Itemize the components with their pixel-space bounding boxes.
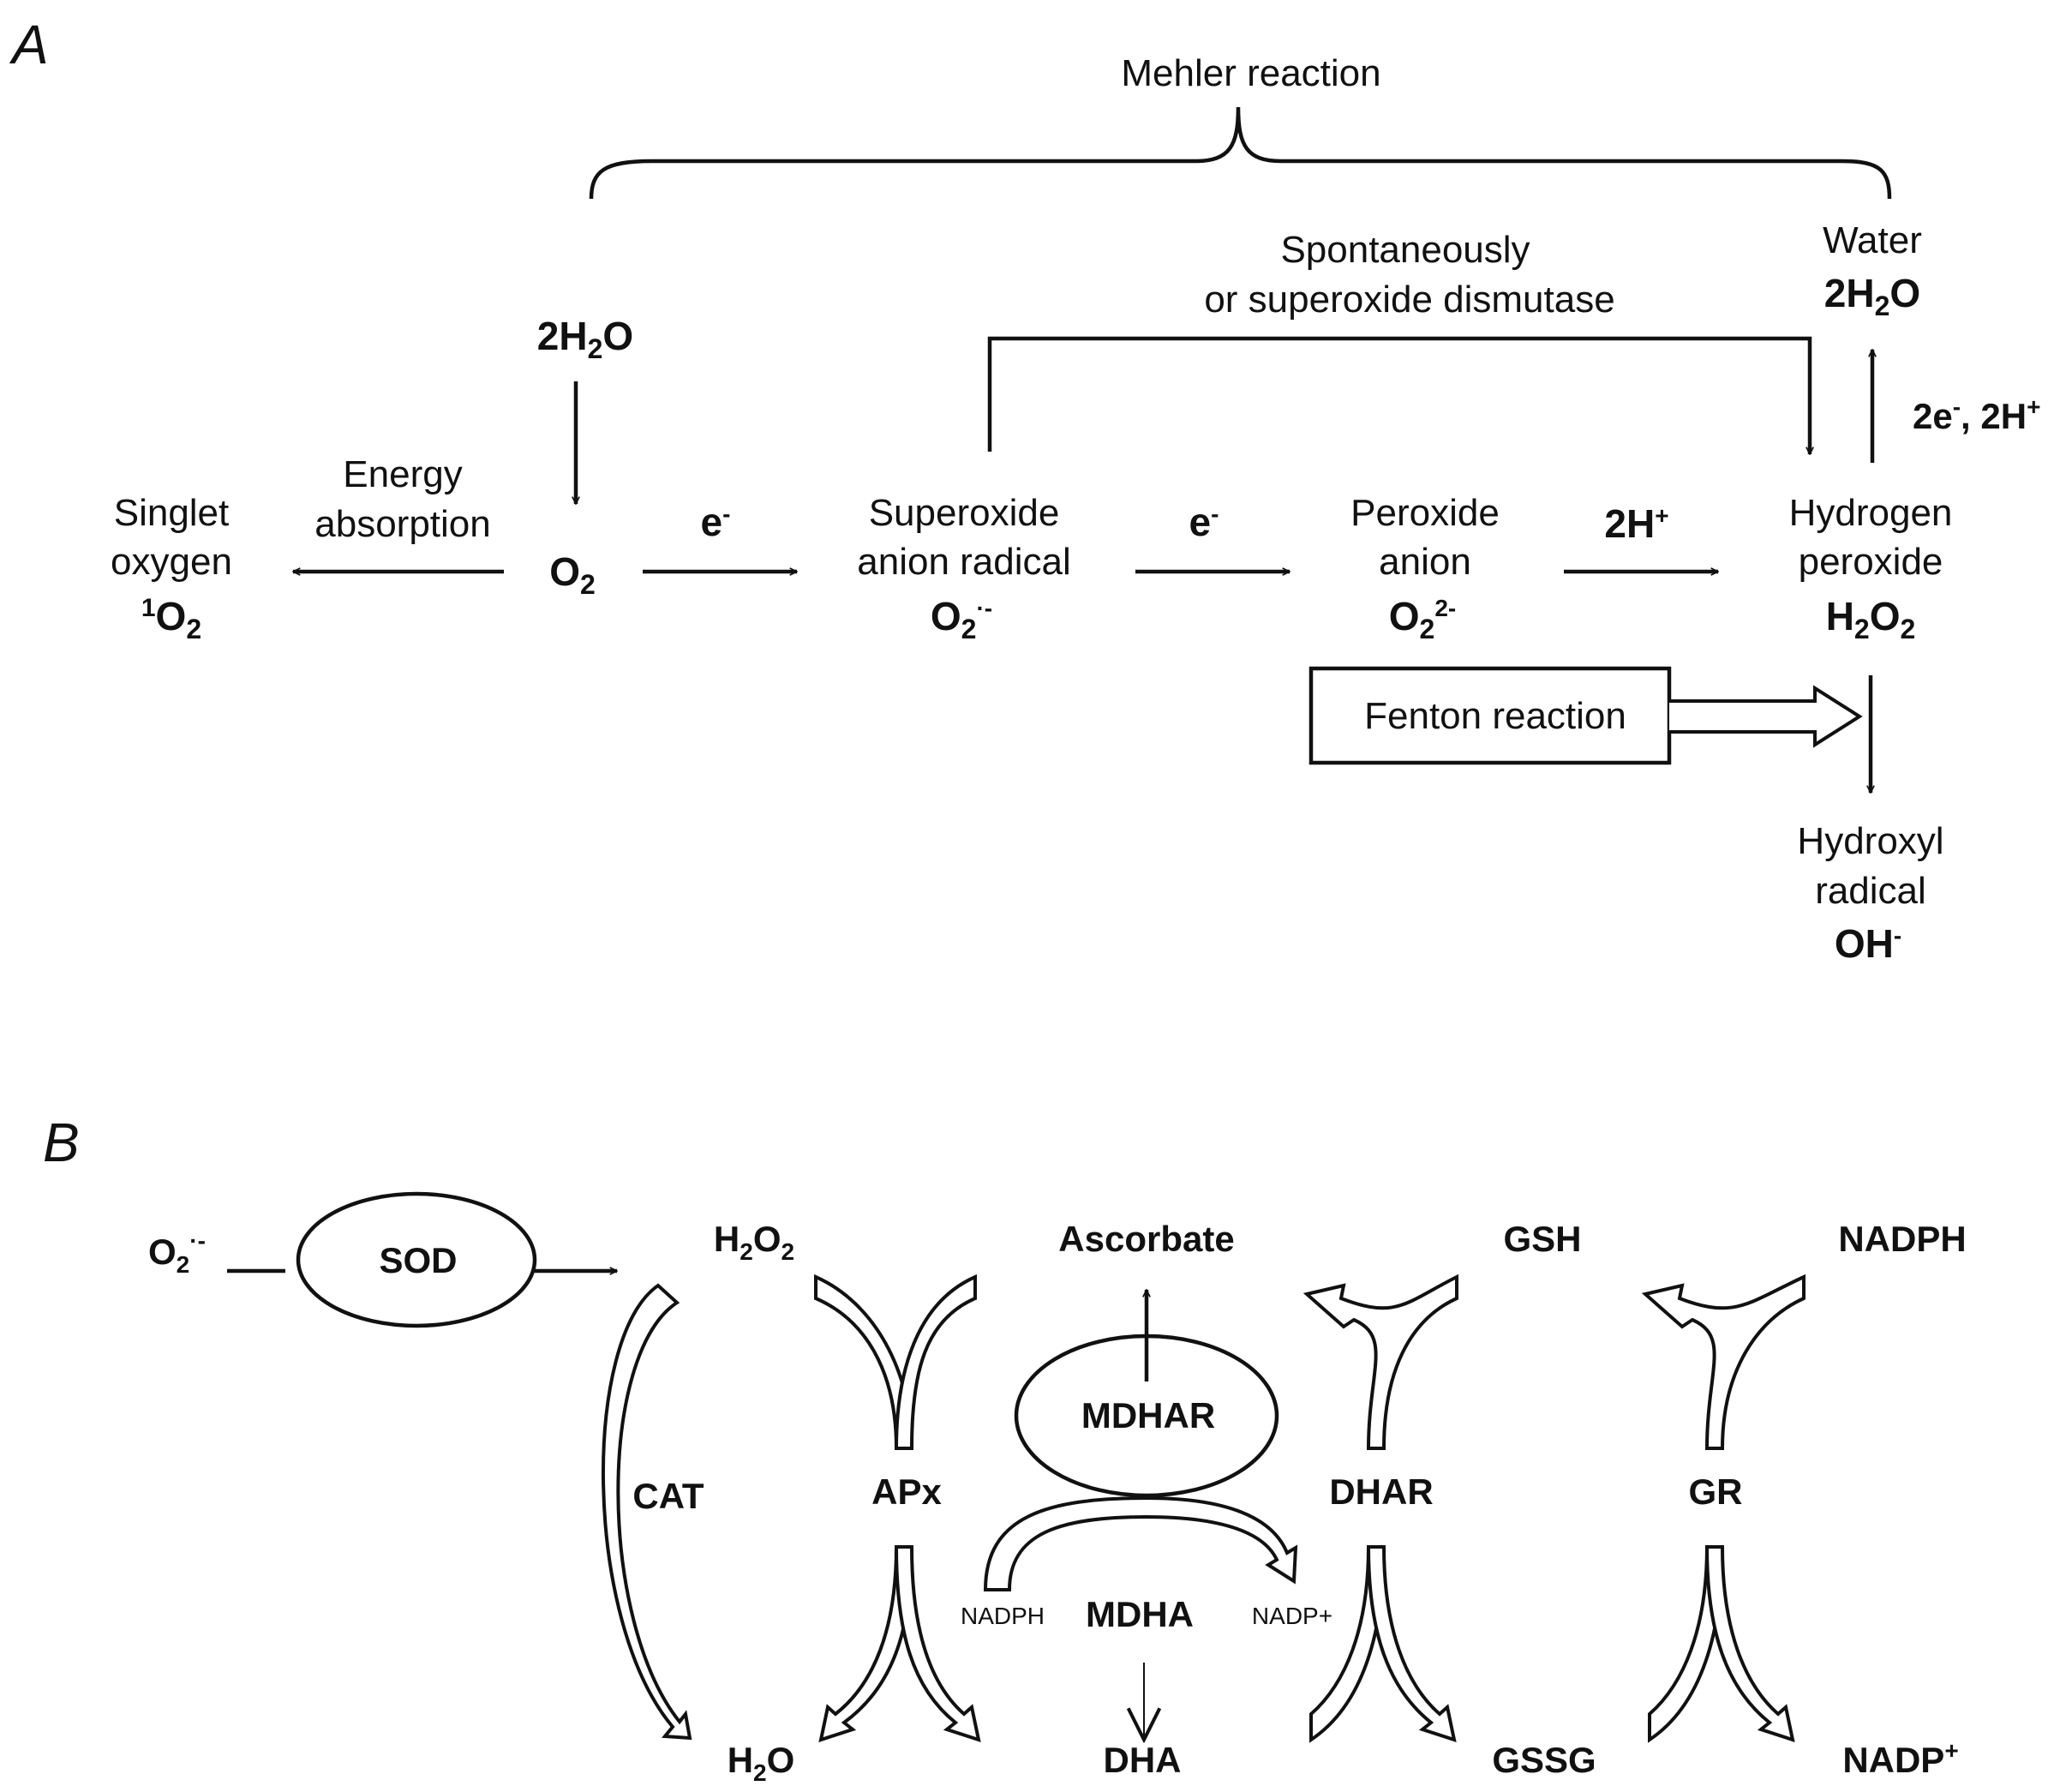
electron-proton-label: 2e-, 2H+ [1913,393,2040,436]
superoxide-dismutase-label: or superoxide dismutase [1204,279,1614,321]
gsh-label: GSH [1503,1219,1581,1259]
singlet-oxygen-formula: 1O2 [141,594,201,644]
sod-label: SOD [379,1240,457,1280]
singlet-label: Singlet [114,492,230,534]
fenton-hollow-arrow [1669,685,1863,748]
nadph-nadp-curved-arrow [983,1495,1298,1591]
water-formula: 2H2O [1824,271,1920,321]
peroxide-formula: O22- [1389,594,1456,644]
h2o2-label: H2O2 [714,1219,794,1265]
h2o-label: H2O [728,1740,795,1786]
ascorbate-label: Ascorbate [1058,1219,1234,1259]
hydrogen-peroxide-formula: H2O2 [1826,594,1916,644]
energy-label: Energy [343,453,462,495]
panel-b-label: B [43,1112,80,1173]
sod-ellipse [296,1191,537,1328]
radical-label: radical [1815,870,1926,912]
hydroxyl-formula: OH- [1835,921,1901,966]
water-label: Water [1823,219,1922,261]
fenton-label: Fenton reaction [1364,695,1626,737]
gr-pathway [1641,1274,1806,1743]
spontaneously-label: Spontaneously [1280,229,1530,271]
nadph-top-label: NADPH [1838,1219,1966,1259]
nadph-small-label: NADPH [961,1603,1045,1629]
mehler-reaction-label: Mehler reaction [1121,52,1380,94]
water-input-formula: 2H2O [537,314,633,364]
nadp-bottom-label: NADP+ [1842,1737,1958,1780]
peroxide-label: Peroxide [1350,492,1500,534]
anion-radical-label: anion radical [857,541,1071,583]
peroxide-word-label: peroxide [1799,541,1943,583]
electron-2-label: e- [1189,500,1219,544]
panel-a-label: A [9,14,49,75]
hydrogen-label: Hydrogen [1789,492,1953,534]
absorption-label: absorption [314,503,490,545]
electron-1-label: e- [701,500,731,544]
gr-label: GR [1689,1471,1743,1512]
dhar-label: DHAR [1329,1471,1433,1512]
oxygen-label: oxygen [111,541,232,583]
mdhar-ellipse [1014,1334,1279,1498]
gssg-label: GSSG [1492,1740,1596,1780]
anion-label: anion [1379,541,1471,583]
dismutation-arrow [987,336,1810,454]
mdhar-label: MDHAR [1081,1395,1215,1435]
cat-label: CAT [632,1476,704,1516]
apx-label: APx [871,1471,942,1512]
superoxide-formula: O2·- [931,594,992,644]
mehler-brace [589,106,1892,200]
superoxide-radical-formula: O2·- [148,1227,206,1278]
superoxide-label: Superoxide [869,492,1060,534]
dha-label: DHA [1104,1740,1182,1780]
proton-label: 2H+ [1604,501,1668,546]
mdha-label: MDHA [1086,1594,1194,1634]
hydroxyl-label: Hydroxyl [1797,820,1943,862]
apx-pathway [814,1274,981,1742]
oxygen-formula: O2 [549,549,596,600]
nadp-small-label: NADP+ [1252,1603,1332,1629]
cat-curved-arrow [601,1283,692,1741]
dhar-pathway [1302,1274,1458,1743]
